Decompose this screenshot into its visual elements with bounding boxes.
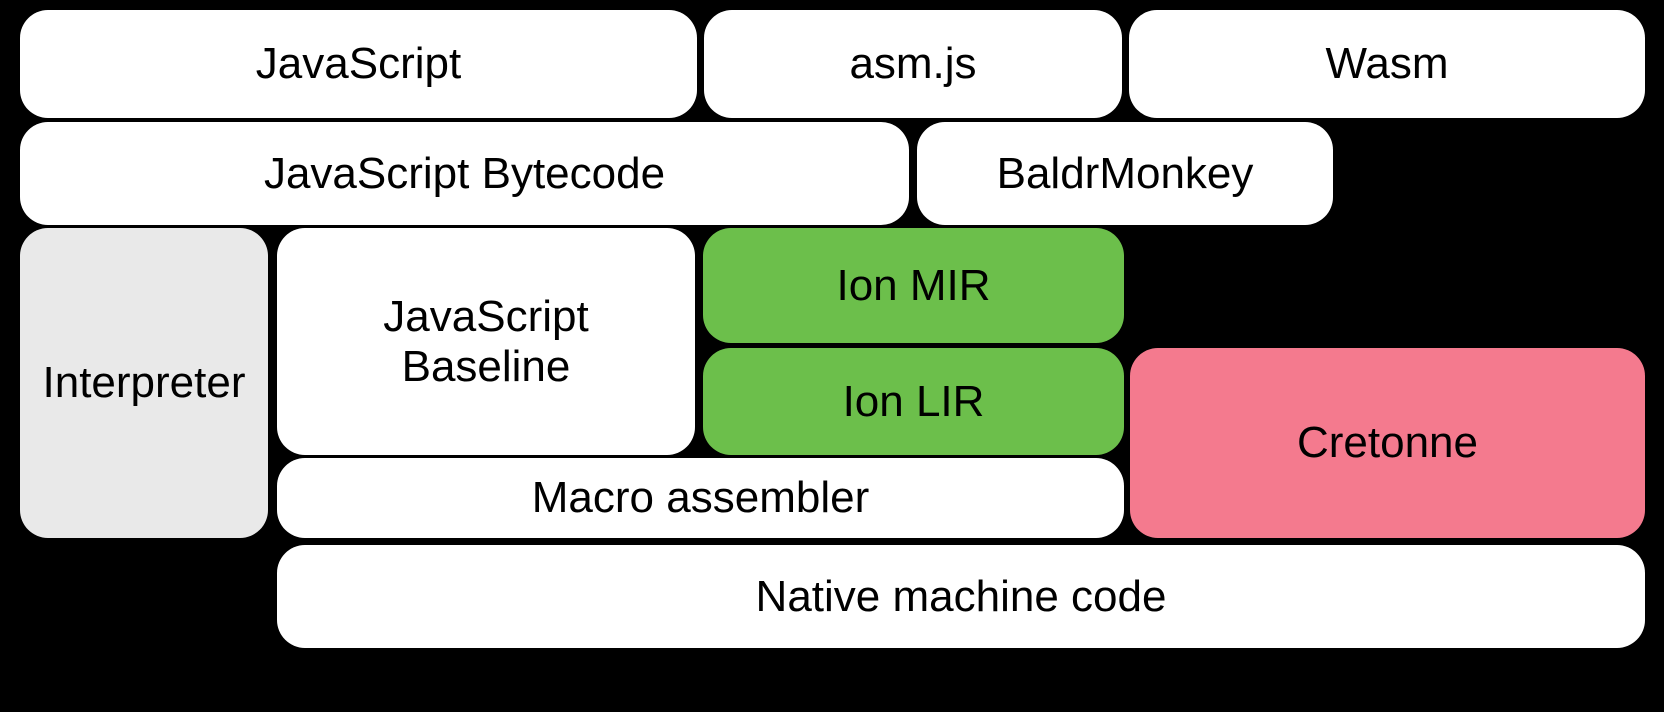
node-asmjs: asm.js <box>704 10 1122 118</box>
node-native-machine-code: Native machine code <box>277 545 1645 648</box>
node-ion-lir: Ion LIR <box>703 348 1124 455</box>
node-javascript-bytecode: JavaScript Bytecode <box>20 122 909 225</box>
node-wasm: Wasm <box>1129 10 1645 118</box>
node-interpreter: Interpreter <box>20 228 268 538</box>
node-javascript-baseline: JavaScript Baseline <box>277 228 695 455</box>
node-cretonne: Cretonne <box>1130 348 1645 538</box>
node-javascript: JavaScript <box>20 10 697 118</box>
node-baldrmonkey: BaldrMonkey <box>917 122 1333 225</box>
node-ion-mir: Ion MIR <box>703 228 1124 343</box>
node-macro-assembler: Macro assembler <box>277 458 1124 538</box>
